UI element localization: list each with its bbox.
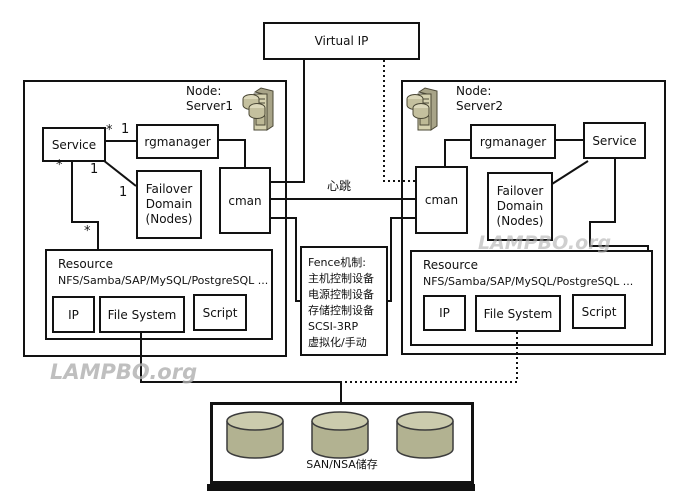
node2-cman-label: cman: [424, 193, 459, 207]
node2-resource-list: NFS/Samba/SAP/MySQL/PostgreSQL ...: [423, 275, 634, 288]
storage-box: SAN/NSA储存: [210, 402, 474, 484]
node2-script-box: Script: [572, 294, 626, 329]
node2-ip-box: IP: [423, 295, 466, 331]
node1-service-label: Service: [51, 137, 97, 152]
connector-vip-to-cman2-dotted: [383, 60, 415, 182]
connector-rgmanager2-cman2: [444, 139, 470, 166]
fence-line-host: 主机控制设备: [308, 272, 374, 285]
node1-failover-domain-label: Failover Domain (Nodes): [145, 182, 193, 226]
node1-file-system-box: File System: [99, 296, 185, 333]
connector-fs2-storage-dotted: [344, 332, 518, 383]
disk-cylinder-top: [226, 411, 284, 431]
node1-title: Node: Server1: [186, 84, 233, 113]
node2-rgmanager-label: rgmanager: [479, 134, 547, 149]
node1-script-label: Script: [202, 305, 238, 320]
fence-line-scsi: SCSI-3RP: [308, 320, 359, 333]
node2-file-system-box: File System: [475, 295, 561, 332]
node2-file-system-label: File System: [483, 306, 553, 321]
watermark-text: LAMPBO.org: [50, 360, 198, 384]
node2-failover-domain-label: Failover Domain (Nodes): [496, 184, 544, 228]
fence-line-storage: 存储控制设备: [308, 304, 374, 317]
node2-cman-box: cman: [415, 166, 468, 234]
node1-failover-domain-box: Failover Domain (Nodes): [136, 170, 202, 239]
connector-vip-to-cman1: [270, 60, 305, 183]
node1-mult-fd-one: 1: [119, 185, 128, 200]
connector-service2-resource2: [589, 158, 649, 251]
disk-cylinder-body: [226, 421, 284, 459]
virtual-ip-box: Virtual IP: [263, 22, 420, 60]
node1-mult-svc-star: *: [56, 158, 63, 173]
node2-title: Node: Server2: [456, 84, 503, 113]
disk-cylinder-body: [396, 421, 454, 459]
fence-box: Fence机制: 主机控制设备 电源控制设备 存储控制设备 SCSI-3RP 虚…: [300, 246, 388, 356]
node1-mult-link-one: 1: [121, 122, 130, 137]
node1-cman-box: cman: [219, 167, 271, 234]
disk-cylinder-top: [396, 411, 454, 431]
connector-service1-resource1: [71, 161, 99, 249]
node2-ip-label: IP: [439, 306, 450, 320]
node1-resource-list: NFS/Samba/SAP/MySQL/PostgreSQL ...: [58, 274, 269, 287]
node2-failover-domain-box: Failover Domain (Nodes): [487, 172, 553, 241]
fence-line-title: Fence机制:: [308, 256, 366, 269]
node1-ip-label: IP: [68, 307, 79, 322]
node2-box: [401, 80, 666, 355]
connector-service2-failover2: [551, 160, 589, 185]
node2-service-box: Service: [583, 122, 646, 159]
disk-array: [226, 411, 454, 459]
virtual-ip-label: Virtual IP: [314, 34, 369, 48]
node1-mult-res-star: *: [84, 224, 91, 239]
connector-cman2-fence: [386, 217, 415, 302]
node1-mult-svc-one: 1: [90, 162, 99, 177]
node1-cman-label: cman: [228, 193, 262, 208]
server-icon: [242, 87, 274, 131]
node2-resource-title: Resource: [423, 258, 479, 272]
node2-rgmanager-box: rgmanager: [470, 124, 556, 159]
connector-rgmanager1-cman1: [218, 139, 246, 167]
storage-label: SAN/NSA储存: [306, 458, 378, 471]
bottom-shadow-bar: [207, 484, 475, 491]
node2-service-label: Service: [592, 133, 637, 148]
fence-line-power: 电源控制设备: [308, 288, 374, 301]
disk-cylinder-top: [311, 411, 369, 431]
node1-ip-box: IP: [52, 296, 95, 333]
fence-line-virt: 虚拟化/手动: [308, 336, 367, 349]
connector-service1-failover1: [102, 159, 137, 187]
watermark-text: LAMPBO.org: [478, 232, 612, 254]
heartbeat-label: 心跳: [327, 179, 352, 193]
connector-fs1-storage: [140, 333, 342, 403]
node1-mult-link-star: *: [106, 123, 113, 138]
node1-script-box: Script: [193, 294, 247, 331]
node1-rgmanager-label: rgmanager: [144, 134, 211, 149]
node1-box: [23, 80, 287, 357]
node1-resource-title: Resource: [58, 257, 114, 271]
node1-rgmanager-box: rgmanager: [136, 124, 219, 159]
connector-cman1-fence: [270, 217, 301, 302]
node1-file-system-label: File System: [107, 307, 177, 322]
disk-cylinder-body: [311, 421, 369, 459]
node2-script-label: Script: [581, 304, 617, 319]
server-icon: [406, 87, 438, 131]
node1-service-box: Service: [42, 127, 106, 162]
